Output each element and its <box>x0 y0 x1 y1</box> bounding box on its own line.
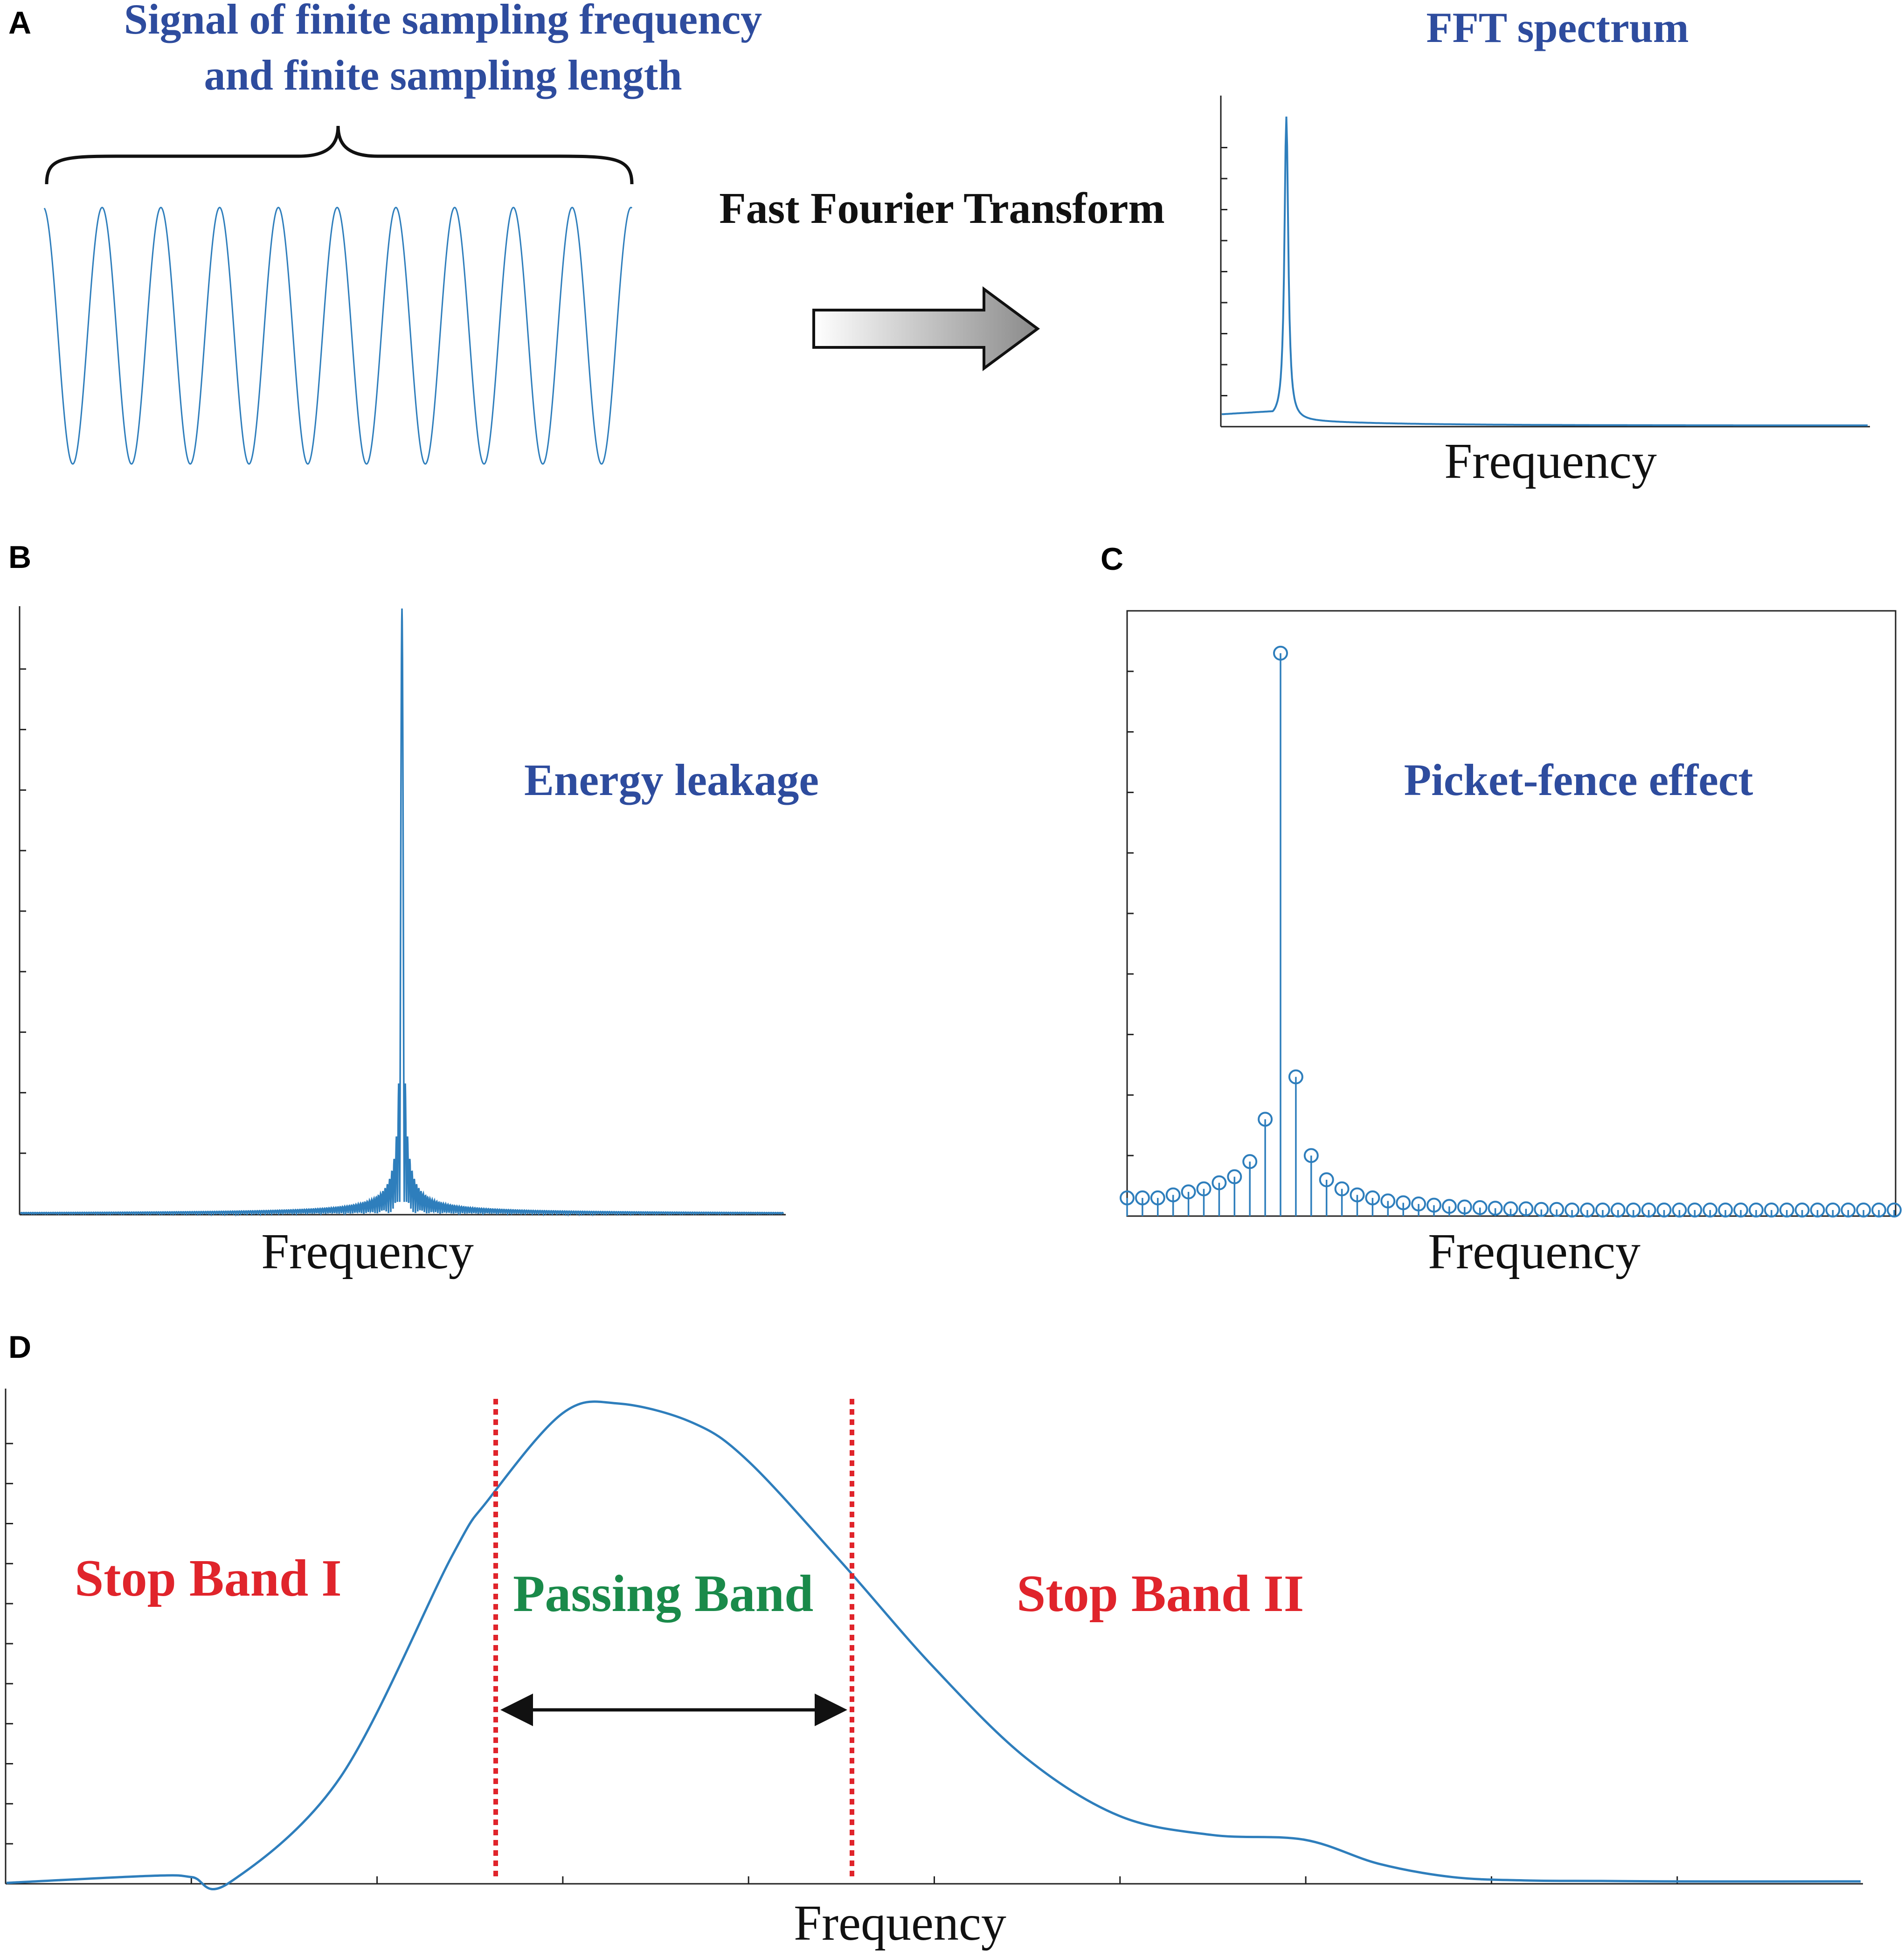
picket-marker <box>1856 1203 1871 1218</box>
panel-d-label: D <box>8 1329 31 1365</box>
panel-b: B Energy leakage Frequency <box>8 539 819 1279</box>
band-xlabel: Frequency <box>794 1895 1006 1951</box>
picket-marker <box>1288 1069 1303 1085</box>
panel-a-label: A <box>8 5 31 41</box>
picket-marker <box>1457 1199 1472 1215</box>
picket-marker <box>1135 1190 1150 1206</box>
signal-brace <box>45 125 634 185</box>
picket-marker <box>1150 1190 1165 1206</box>
picket-marker <box>1764 1203 1779 1218</box>
picket-marker <box>1350 1187 1365 1203</box>
picket-marker <box>1595 1203 1610 1218</box>
picket-marker <box>1503 1201 1518 1217</box>
picket-marker <box>1565 1203 1580 1218</box>
picket-axes <box>1126 610 1897 1217</box>
fft-arrow-label: Fast Fourier Transform <box>719 184 1165 233</box>
passing-band-label: Passing Band <box>513 1565 813 1623</box>
picket-marker <box>1334 1181 1350 1196</box>
picket-marker <box>1672 1203 1687 1218</box>
picket-marker <box>1656 1203 1672 1218</box>
picket-marker <box>1273 645 1288 661</box>
picket-marker <box>1120 1190 1135 1206</box>
picket-marker <box>1518 1201 1534 1217</box>
picket-marker <box>1779 1203 1794 1218</box>
panel-a: A Signal of finite sampling frequency an… <box>8 0 1870 489</box>
fft-spectrum-curve <box>1221 116 1868 427</box>
signal-waveform <box>43 207 633 465</box>
picket-marker <box>1488 1201 1503 1216</box>
panel-c-label: C <box>1101 541 1123 577</box>
picket-marker <box>1887 1203 1902 1218</box>
band-response-curve <box>6 1400 1861 1890</box>
picket-marker <box>1641 1203 1656 1218</box>
picket-fence-annotation: Picket-fence effect <box>1404 755 1753 805</box>
picket-marker <box>1794 1203 1810 1218</box>
fft-spectrum-title: FFT spectrum <box>1426 4 1689 51</box>
picket-marker <box>1411 1196 1426 1212</box>
picket-marker <box>1841 1203 1856 1218</box>
stop-band-1-label: Stop Band I <box>75 1549 342 1607</box>
panel-c: C Picket-fence effect Frequency <box>1101 541 1902 1279</box>
picket-marker <box>1258 1112 1273 1127</box>
picket-marker <box>1441 1199 1457 1214</box>
picket-marker <box>1196 1181 1212 1196</box>
panel-b-label: B <box>8 539 31 575</box>
picket-marker <box>1549 1202 1565 1217</box>
picket-marker <box>1396 1195 1411 1210</box>
picket-xlabel: Frequency <box>1428 1224 1641 1279</box>
picket-marker <box>1703 1203 1718 1218</box>
picket-marker <box>1825 1203 1841 1218</box>
picket-marker <box>1687 1203 1703 1218</box>
picket-marker <box>1303 1148 1319 1163</box>
fft-spectrum-axes <box>1220 96 1870 428</box>
picket-marker <box>1580 1203 1595 1218</box>
signal-title-line1: Signal of finite sampling frequency <box>124 0 762 43</box>
picket-marker <box>1534 1202 1549 1217</box>
picket-marker <box>1242 1154 1258 1169</box>
picket-marker <box>1212 1175 1227 1190</box>
picket-marker <box>1871 1203 1887 1218</box>
band-axes <box>5 1389 1863 1885</box>
leakage-xlabel: Frequency <box>261 1224 474 1279</box>
energy-leakage-annotation: Energy leakage <box>524 755 819 805</box>
picket-marker <box>1733 1203 1748 1218</box>
signal-title-line2: and finite sampling length <box>204 51 682 99</box>
picket-marker <box>1748 1203 1764 1218</box>
picket-marker <box>1810 1203 1825 1218</box>
picket-marker <box>1227 1169 1242 1184</box>
picket-marker <box>1718 1203 1733 1218</box>
picket-marker <box>1426 1197 1441 1213</box>
picket-marker <box>1472 1200 1488 1215</box>
picket-stems <box>1120 645 1902 1218</box>
picket-marker <box>1165 1187 1181 1203</box>
picket-marker <box>1380 1193 1396 1209</box>
leakage-curve <box>20 608 784 1217</box>
picket-marker <box>1626 1203 1641 1218</box>
picket-marker <box>1319 1172 1334 1188</box>
fft-arrow <box>812 286 1040 371</box>
panel-d: D Stop Band I Passing Band Stop Band II … <box>5 1329 1863 1951</box>
stop-band-2-label: Stop Band II <box>1017 1565 1304 1623</box>
picket-marker <box>1181 1184 1196 1200</box>
picket-marker <box>1610 1203 1626 1218</box>
fft-spectrum-xlabel: Frequency <box>1444 434 1657 489</box>
picket-marker <box>1365 1190 1380 1206</box>
